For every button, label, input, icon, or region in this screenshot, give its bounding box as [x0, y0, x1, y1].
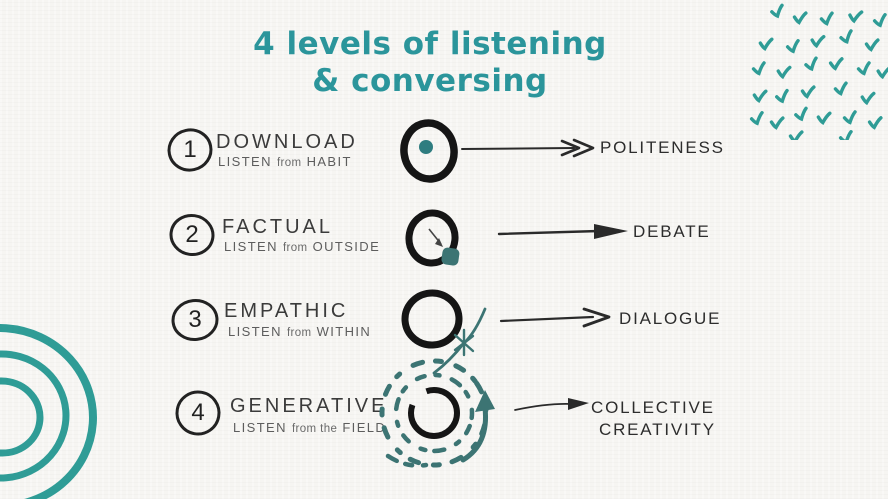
listen-word: LISTEN — [228, 324, 282, 339]
level-1-subtitle: LISTEN from HABIT — [218, 154, 352, 169]
connector-word: from — [282, 242, 308, 254]
level-3-number-badge: 3 — [171, 296, 219, 344]
source-word: OUTSIDE — [312, 239, 381, 254]
hand-drawn-circle-icon — [175, 390, 221, 436]
arrow-right-icon — [514, 398, 589, 411]
level-3-name: EMPATHIC — [224, 300, 349, 322]
source-word: WITHIN — [316, 324, 372, 339]
level-3-subtitle: LISTEN from WITHIN — [228, 324, 371, 339]
hand-drawn-circle-icon — [171, 298, 219, 342]
listen-word: LISTEN — [224, 239, 278, 254]
arrow-right-icon — [461, 138, 595, 158]
source-word: HABIT — [306, 154, 352, 169]
open-circle-external-spark-icon — [401, 289, 487, 375]
level-4-name: GENERATIVE — [230, 395, 388, 417]
source-word: FIELD — [342, 420, 387, 435]
check-marks-pattern-icon — [749, 3, 888, 140]
open-circle-edge-square-icon — [405, 209, 460, 267]
level-number: 4 — [191, 399, 205, 426]
level-1-number-badge: 1 — [166, 126, 214, 174]
level-number: 3 — [188, 306, 202, 333]
level-4-subtitle: LISTEN from the FIELD — [233, 420, 386, 435]
hand-drawn-circle-icon — [169, 213, 215, 257]
open-circle-vortex-arrow-icon — [379, 358, 495, 468]
listen-word: LISTEN — [218, 154, 272, 169]
outcome-label-dialogue: DIALOGUE — [619, 309, 722, 328]
page-title: 4 levels of listening & conversing — [170, 26, 690, 100]
arrow-right-icon — [497, 224, 628, 239]
concentric-circles-icon — [0, 323, 97, 499]
level-1-name: DOWNLOAD — [216, 131, 358, 153]
level-2-name: FACTUAL — [222, 216, 334, 238]
listen-word: LISTEN — [233, 420, 287, 435]
connector-word: from — [286, 327, 312, 339]
level-2-subtitle: LISTEN from OUTSIDE — [224, 239, 380, 254]
level-number: 1 — [183, 136, 197, 163]
arrow-right-icon — [499, 307, 611, 328]
outcome-label-debate: DEBATE — [633, 222, 711, 241]
level-number: 2 — [185, 221, 199, 248]
level-4-number-badge: 4 — [174, 389, 222, 437]
page-title-line2: & conversing — [312, 63, 548, 99]
open-circle-center-dot-icon — [400, 119, 458, 183]
connector-word: from the — [291, 423, 338, 435]
outcome-label-collective-creativity: COLLECTIVE CREATIVITY — [591, 397, 716, 441]
connector-word: from — [276, 157, 302, 169]
outcome-line1: COLLECTIVE — [591, 398, 715, 417]
level-2-number-badge: 2 — [168, 211, 216, 259]
outcome-line2: CREATIVITY — [599, 420, 716, 439]
hand-drawn-circle-icon — [167, 128, 213, 172]
page-title-line1: 4 levels of listening — [253, 26, 607, 62]
outcome-label-politeness: POLITENESS — [600, 138, 725, 157]
